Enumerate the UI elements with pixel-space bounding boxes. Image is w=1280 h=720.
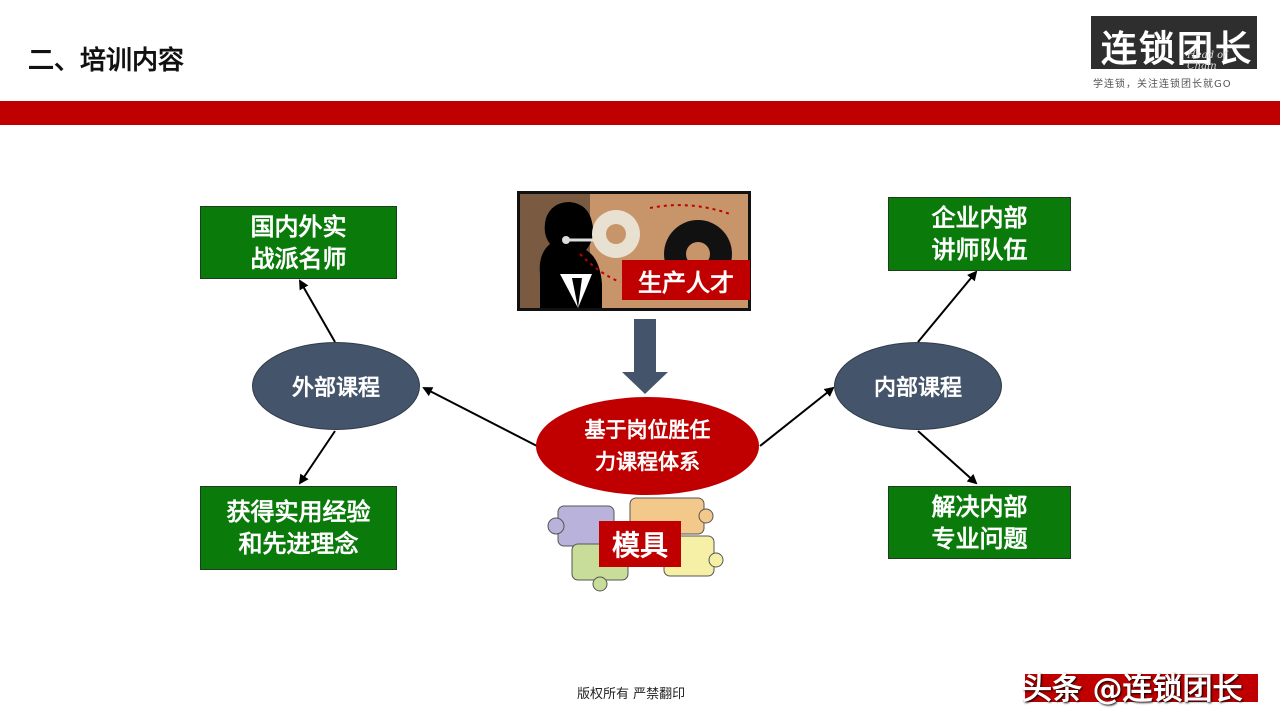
arrow-center-to-internal xyxy=(759,386,835,447)
box-internal-lecturers-line1: 企业内部 xyxy=(931,204,1028,232)
logo-sub-text: Head of Chain xyxy=(1187,50,1227,72)
center-node-line1: 基于岗位胜任 xyxy=(584,418,711,442)
box-practical-experience-line2: 和先进理念 xyxy=(238,530,359,558)
brand-logo: 连锁团长 Head of Chain xyxy=(1091,16,1257,72)
logo-main-text: 连锁团长 xyxy=(1101,29,1254,70)
logo-tagline: 学连锁，关注连锁团长就GO xyxy=(1093,79,1232,90)
box-external-masters-line2: 战派名师 xyxy=(250,244,347,273)
arrow-center-to-external xyxy=(422,387,538,447)
box-solve-problems-line1: 解决内部 xyxy=(931,492,1028,521)
mold-label: 模具 xyxy=(599,521,681,567)
internal-courses-node: 内部课程 xyxy=(834,342,1002,430)
box-internal-lecturers-line2: 讲师队伍 xyxy=(931,236,1028,264)
down-block-arrow xyxy=(622,319,668,394)
arrow-internal-to-bottom xyxy=(917,430,978,485)
box-solve-problems-line2: 专业问题 xyxy=(931,524,1028,553)
center-node-line2: 力课程体系 xyxy=(595,450,700,474)
copyright-notice: 版权所有 严禁翻印 xyxy=(577,687,686,702)
external-courses-node: 外部课程 xyxy=(252,342,420,430)
box-practical-experience: 获得实用经验 和先进理念 xyxy=(200,486,397,570)
arrow-internal-to-top xyxy=(917,270,978,343)
watermark-bar xyxy=(1025,674,1258,702)
box-solve-problems: 解决内部 专业问题 xyxy=(888,486,1071,559)
center-node: 基于岗位胜任 力课程体系 xyxy=(536,397,759,495)
watermark-text: 头条 @连锁团长 xyxy=(1022,672,1243,707)
header-red-band xyxy=(0,101,1280,125)
arrow-external-to-top xyxy=(299,279,336,343)
box-external-masters-line1: 国内外实 xyxy=(250,212,347,241)
box-practical-experience-line1: 获得实用经验 xyxy=(226,498,371,526)
slide-title: 二、培训内容 xyxy=(28,46,185,76)
arrow-external-to-bottom xyxy=(298,430,336,485)
talent-label: 生产人才 xyxy=(622,260,750,300)
box-internal-lecturers: 企业内部 讲师队伍 xyxy=(888,197,1071,271)
box-external-masters: 国内外实 战派名师 xyxy=(200,206,397,279)
